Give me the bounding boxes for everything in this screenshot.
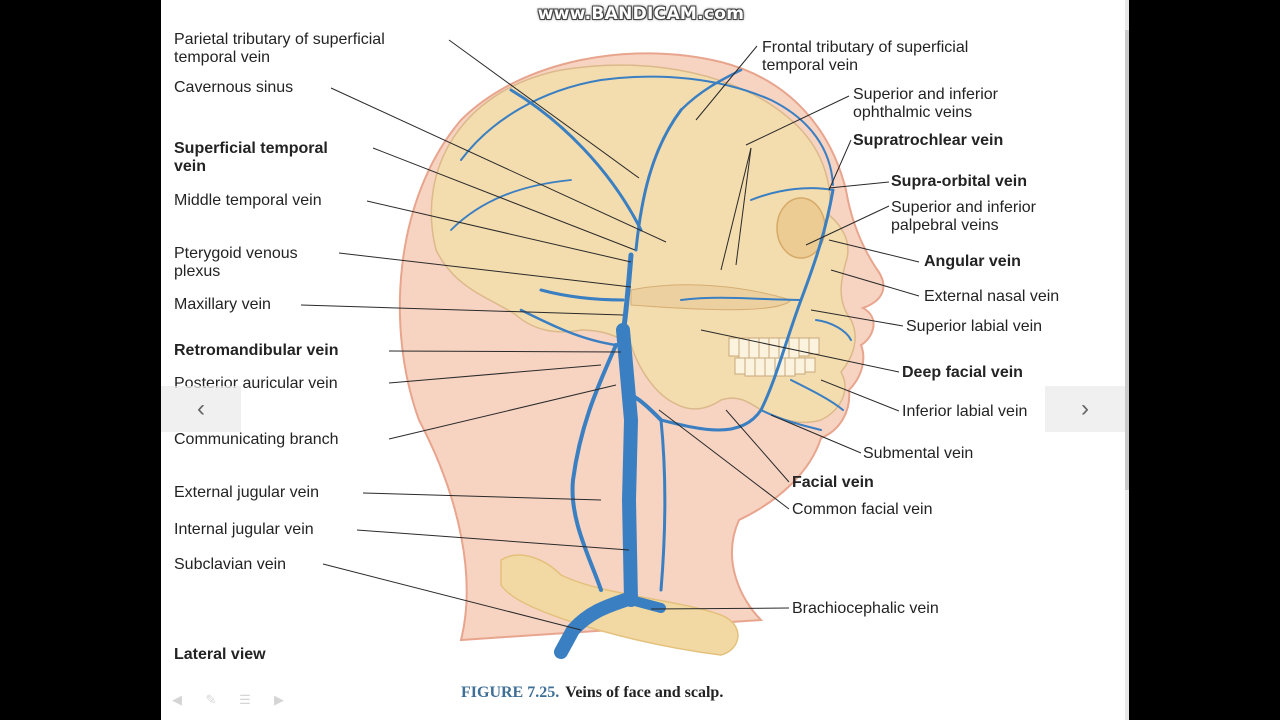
brachiocephalic-vein xyxy=(554,591,638,659)
subclavian-branch xyxy=(626,595,666,613)
label-supra-orbital-vein: Supra-orbital vein xyxy=(891,173,1028,190)
internal-jugular-vein xyxy=(616,323,639,607)
recorder-watermark: www.BANDICAM.com xyxy=(537,4,745,24)
leader-lines xyxy=(300,39,920,631)
label-middle-temporal-vein: Middle temporal vein xyxy=(174,192,322,209)
label-communicating-branch: Communicating branch xyxy=(174,431,339,448)
head-neck-illustration xyxy=(300,39,920,659)
supraorbital-vein xyxy=(750,187,834,201)
scalp-veins-1 xyxy=(460,75,834,186)
label-supratrochlear-vein: Supratrochlear vein xyxy=(853,132,1004,149)
forward-arrow-icon[interactable]: ▶ xyxy=(274,692,284,707)
menu-icon[interactable]: ☰ xyxy=(239,692,251,707)
label-lateral-view: Lateral view xyxy=(174,646,266,663)
label-angular-vein: Angular vein xyxy=(924,253,1021,270)
slide-toolbar: ◀ ✎ ☰ ▶ xyxy=(169,692,287,708)
angular-facial-vein xyxy=(659,188,835,432)
figure-number: FIGURE 7.25. xyxy=(461,684,560,701)
scalp-veins-2 xyxy=(450,179,572,231)
scrollbar-thumb[interactable] xyxy=(1125,30,1129,490)
superficial-temporal-vein xyxy=(634,108,683,252)
label-external-nasal-vein: External nasal vein xyxy=(924,288,1060,305)
label-submental-vein: Submental vein xyxy=(863,445,974,462)
label-subclavian-vein: Subclavian vein xyxy=(174,556,287,573)
chevron-right-icon: › xyxy=(1081,395,1089,422)
posterior-auricular xyxy=(519,308,618,347)
label-facial-vein: Facial vein xyxy=(792,474,874,491)
vertical-scrollbar[interactable] xyxy=(1125,0,1129,720)
deep-facial-vein xyxy=(680,296,802,301)
label-deep-facial-vein: Deep facial vein xyxy=(902,364,1023,381)
next-slide-button[interactable]: › xyxy=(1045,386,1125,432)
label-retromandibular-vein: Retromandibular vein xyxy=(174,342,339,359)
label-brachiocephalic-vein: Brachiocephalic vein xyxy=(792,600,939,617)
external-jugular-vein xyxy=(570,343,618,592)
prev-slide-button[interactable]: ‹ xyxy=(161,386,241,432)
back-arrow-icon[interactable]: ◀ xyxy=(172,692,182,707)
vein-network xyxy=(450,68,852,659)
label-external-jugular-vein: External jugular vein xyxy=(174,484,319,501)
label-maxillary-vein: Maxillary vein xyxy=(174,296,271,313)
maxillary-vein xyxy=(539,288,625,302)
label-common-facial-vein: Common facial vein xyxy=(792,501,933,518)
label-superior-labial-vein: Superior labial vein xyxy=(906,318,1043,335)
label-internal-jugular-vein: Internal jugular vein xyxy=(174,521,314,538)
parietal-tributary xyxy=(509,88,643,232)
submental-vein xyxy=(760,409,822,431)
labial-veins xyxy=(790,319,852,411)
figure-title: Veins of face and scalp. xyxy=(565,684,724,701)
label-inferior-labial-vein: Inferior labial vein xyxy=(902,403,1028,420)
chevron-left-icon: ‹ xyxy=(197,395,205,422)
pen-icon[interactable]: ✎ xyxy=(205,692,217,707)
anterior-jugular xyxy=(659,418,667,592)
figure-caption: FIGURE 7.25. Veins of face and scalp. xyxy=(461,684,723,702)
label-cavernous-sinus: Cavernous sinus xyxy=(174,79,294,96)
common-facial-vein xyxy=(629,393,663,422)
